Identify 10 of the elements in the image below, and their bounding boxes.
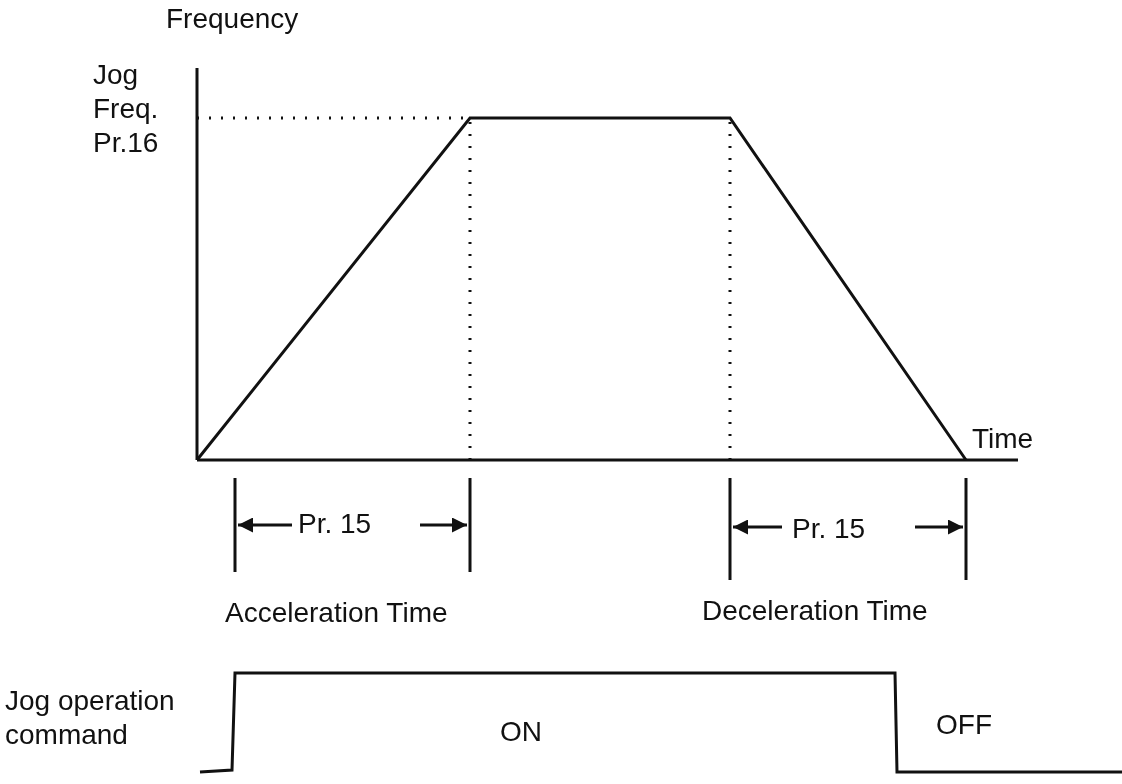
state-label: ON [500,715,542,749]
axis-label: Frequency [166,2,299,36]
signal-label: Jog operation command [5,684,176,752]
interval-label: Acceleration Time [225,596,448,630]
state-label: OFF [936,708,992,742]
axis-label: Time [972,422,1034,456]
axis-label: Jog Freq. Pr.16 [93,58,160,160]
interval-label: Deceleration Time [702,594,928,628]
dimension-label: Pr. 15 [792,512,866,546]
dimension-label: Pr. 15 [298,507,372,541]
